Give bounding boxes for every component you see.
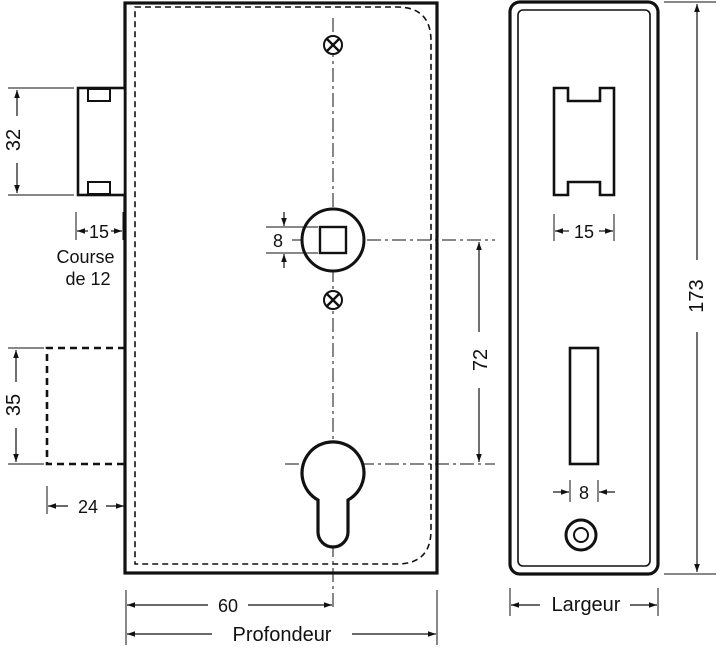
- backset-label: 60: [218, 596, 238, 616]
- lock-body: [123, 1, 439, 575]
- faceplate-screw-hole-inner: [573, 527, 589, 543]
- follower-hub: [300, 207, 366, 273]
- follower-square-dimension: 8: [266, 212, 318, 268]
- total-height-label: 173: [686, 279, 708, 312]
- faceplate-bolt-slot: [568, 346, 600, 466]
- faceplate-slot-width-dimension: 15: [553, 214, 615, 242]
- hub-to-cylinder-label: 72: [470, 349, 492, 371]
- cylinder-cutout: [300, 440, 366, 549]
- width-label: Largeur: [552, 594, 621, 616]
- deadbolt-dashed-outline: [45, 346, 125, 466]
- lock-inner-cover-outline: [134, 6, 432, 565]
- faceplate-bolt-slot-label: 8: [579, 483, 589, 503]
- deadbolt-projection-dimension: 24: [46, 486, 124, 517]
- deadbolt-height-dimension: 35: [3, 347, 44, 465]
- backset-dimension: 60: [125, 590, 332, 645]
- screw-icon: [323, 290, 343, 310]
- deadbolt-projection-label: 24: [78, 497, 98, 517]
- faceplate: [508, 0, 660, 576]
- deadbolt-height-label: 35: [3, 394, 25, 416]
- faceplate-inner: [517, 9, 651, 567]
- lock-case-outline: [123, 1, 439, 575]
- latch-bolt: [76, 86, 127, 197]
- total-height-dimension: 173: [664, 1, 716, 575]
- faceplate-slot-width-label: 15: [574, 222, 594, 242]
- width-dimension: Largeur: [509, 588, 659, 616]
- faceplate-outer: [508, 0, 660, 576]
- follower-square-hole: [318, 225, 348, 255]
- follower-square-label: 8: [273, 231, 283, 251]
- latch-travel-label: Course de 12: [56, 247, 119, 289]
- hub-to-cylinder-dimension: 72: [470, 242, 492, 462]
- latch-width-label: 15: [89, 222, 109, 242]
- faceplate-bolt-slot-dimension: 8: [553, 480, 615, 503]
- latch-height-dimension: 32: [3, 87, 74, 196]
- depth-label: Profondeur: [233, 624, 332, 646]
- depth-dimension: Profondeur: [127, 590, 438, 646]
- screw-icon: [323, 35, 343, 55]
- faceplate-latch-slot: [552, 86, 616, 197]
- latch-width-dimension: 15: [75, 212, 124, 242]
- latch-height-label: 32: [3, 129, 25, 151]
